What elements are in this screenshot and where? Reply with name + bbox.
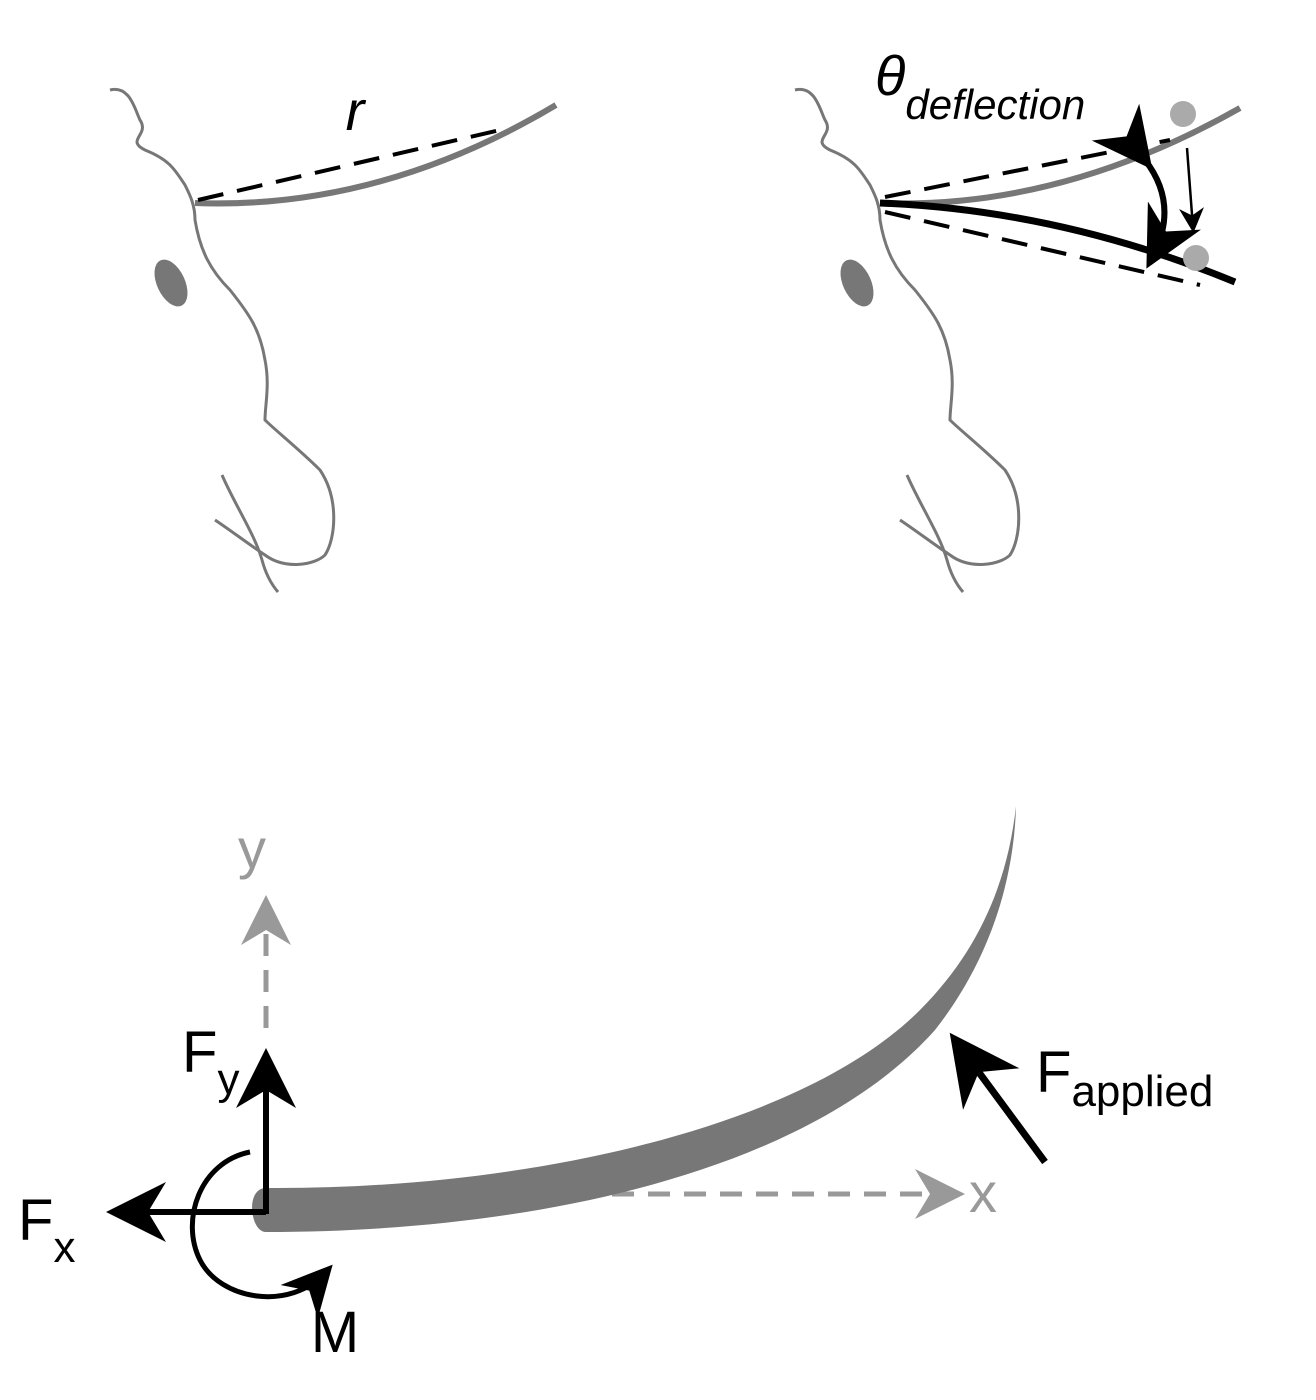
rat-face-outline <box>794 87 1021 566</box>
rat-jaw-line <box>905 474 965 593</box>
pole-end-dot <box>1183 245 1209 271</box>
deflection-angle-arrow <box>1091 103 1201 269</box>
fx-label: Fx <box>18 1188 75 1272</box>
whisker-beam <box>252 806 1016 1232</box>
moment-label: M <box>311 1300 359 1365</box>
fy-label: Fy <box>182 1020 239 1104</box>
pole-motion-arrow <box>1179 147 1204 233</box>
f-applied-arrow <box>949 1032 1048 1165</box>
rat-eye-icon <box>154 259 188 307</box>
whisker-deflected <box>879 199 1237 286</box>
radius-label: r <box>346 79 367 142</box>
deflected-dashed-line <box>884 210 1201 287</box>
pole-start-dot <box>1170 101 1196 127</box>
y-axis-label: y <box>238 817 266 880</box>
radius-dashed-line <box>197 128 501 202</box>
rat-jaw-line <box>220 474 280 593</box>
panel-b: θdeflection <box>794 44 1242 593</box>
whisker <box>194 102 558 207</box>
panel-a: r <box>109 79 558 593</box>
x-axis-label: x <box>969 1161 997 1224</box>
panel-c: y x Fy Fx M Fapplied <box>18 806 1213 1365</box>
rat-face-outline <box>109 87 336 566</box>
rat-eye-icon <box>840 259 874 307</box>
f-applied-label: Fapplied <box>1036 1040 1213 1116</box>
theta-label: θdeflection <box>875 44 1085 128</box>
moment-arrow <box>189 1149 333 1319</box>
